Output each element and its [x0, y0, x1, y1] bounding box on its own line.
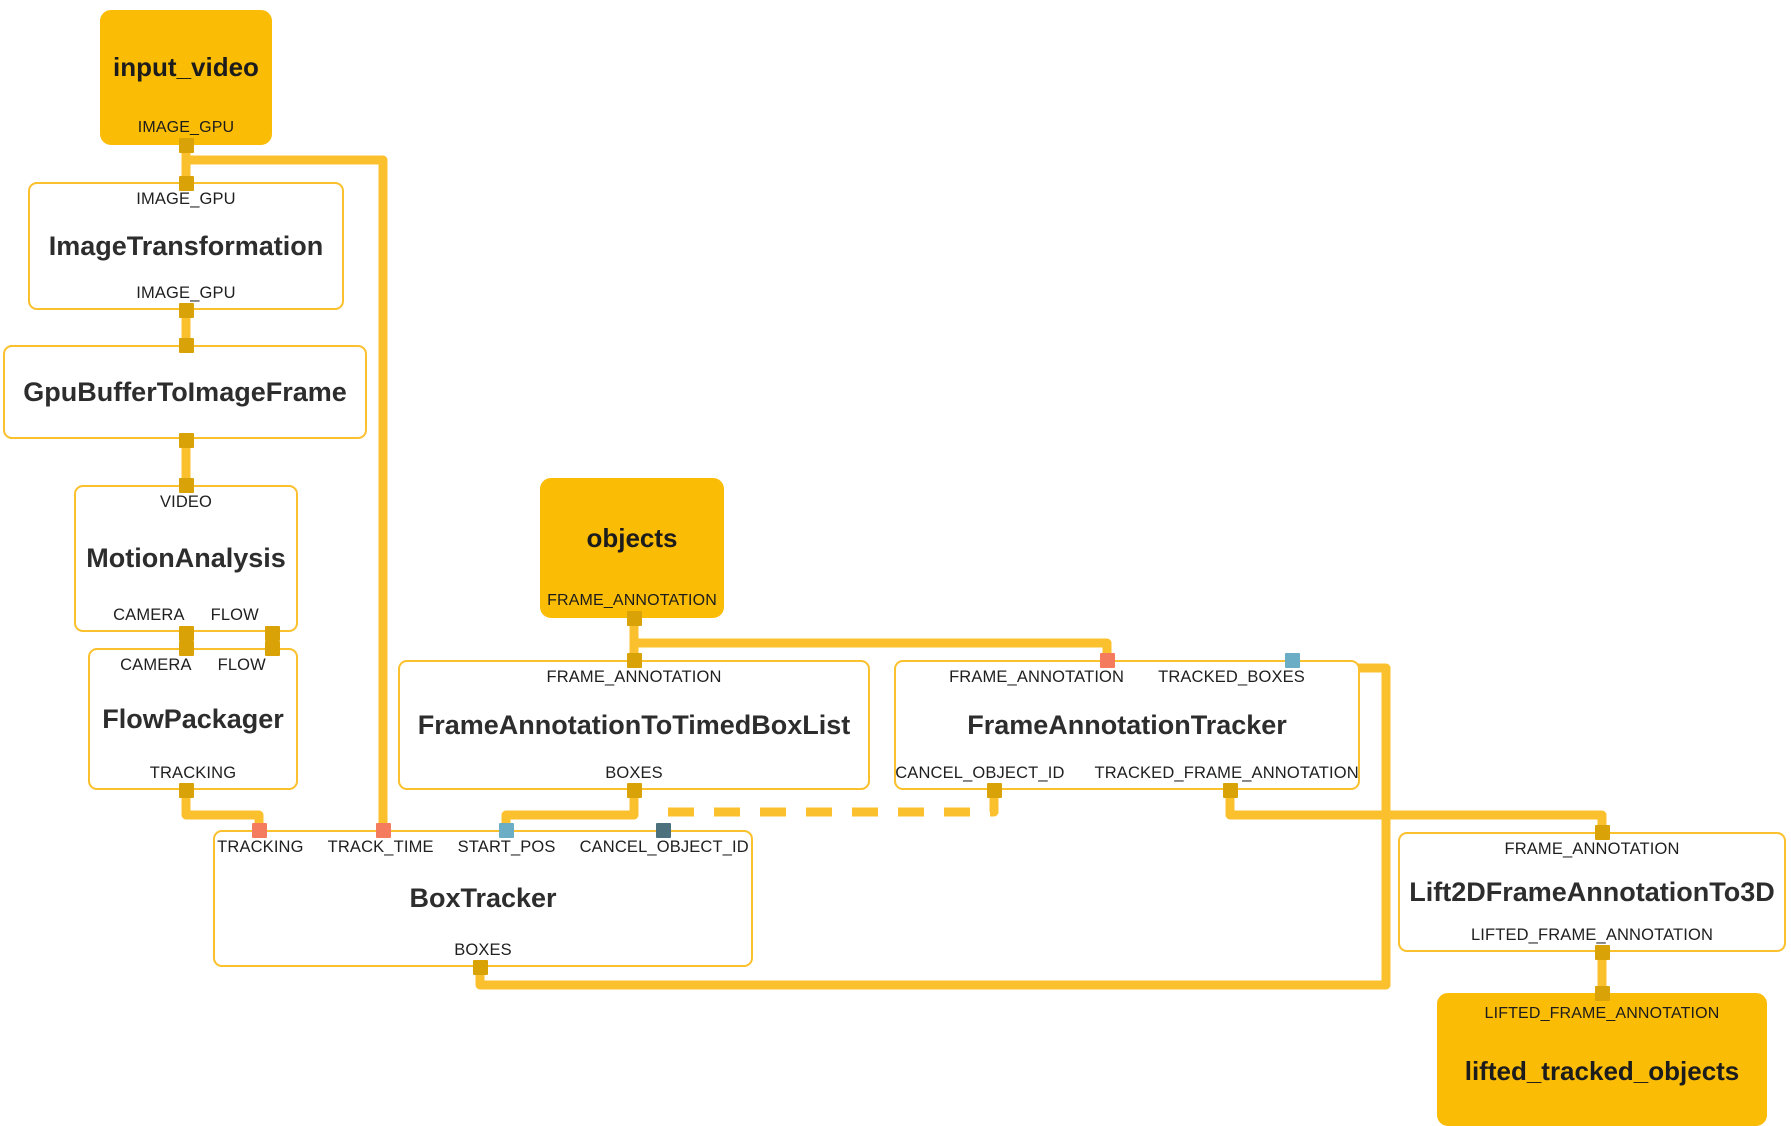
- node-lifted-tracked-objects-title: lifted_tracked_objects: [1464, 1056, 1740, 1087]
- node-timedboxlist-inputs: FRAME_ANNOTATION: [414, 668, 854, 687]
- node-input-video-title: input_video: [113, 52, 259, 82]
- pad-image-transformation-out-image-gpu[interactable]: [179, 303, 194, 318]
- port-label-flow-out: FLOW: [210, 606, 259, 625]
- pad-lift2d-out-lifted-frame-annotation[interactable]: [1595, 945, 1610, 960]
- pad-motion-analysis-out-camera[interactable]: [179, 626, 194, 641]
- node-frame-annotation-tracker-title: FrameAnnotationTracker: [967, 709, 1287, 740]
- port-label-frame-annotation-in-tbl: FRAME_ANNOTATION: [546, 668, 722, 686]
- port-label-lifted-frame-annotation-in: LIFTED_FRAME_ANNOTATION: [1484, 1005, 1720, 1022]
- node-image-transformation-title: ImageTransformation: [48, 230, 324, 261]
- node-tracker-outputs: CANCEL_OBJECT_ID TRACKED_FRAME_ANNOTATIO…: [895, 764, 1358, 783]
- node-frame-annotation-tracker[interactable]: FRAME_ANNOTATION TRACKED_BOXES FrameAnno…: [894, 660, 1360, 790]
- port-label-tracked-boxes-in: TRACKED_BOXES: [1158, 668, 1305, 686]
- port-label-tracking-out: TRACKING: [149, 764, 237, 783]
- node-lift2d-outputs: LIFTED_FRAME_ANNOTATION: [1414, 926, 1770, 945]
- node-motion-analysis-title: MotionAnalysis: [86, 543, 286, 574]
- pad-flow-packager-in-flow[interactable]: [265, 641, 280, 656]
- node-flow-packager-title: FlowPackager: [102, 703, 284, 734]
- node-lift2d-inputs: FRAME_ANNOTATION: [1414, 840, 1770, 859]
- pad-image-transformation-in-image-gpu[interactable]: [179, 176, 194, 191]
- node-objects-outputs: FRAME_ANNOTATION: [547, 592, 717, 610]
- pad-tracker-in-frame-annotation[interactable]: [1100, 653, 1115, 668]
- node-lifted-tracked-objects[interactable]: LIFTED_FRAME_ANNOTATION lifted_tracked_o…: [1437, 993, 1767, 1126]
- pad-flow-packager-out-tracking[interactable]: [179, 783, 194, 798]
- node-box-tracker[interactable]: TRACKING TRACK_TIME START_POS CANCEL_OBJ…: [213, 830, 753, 967]
- pad-motion-analysis-out-flow[interactable]: [265, 626, 280, 641]
- pad-box-tracker-in-track-time[interactable]: [376, 823, 391, 838]
- pad-lift2d-in-frame-annotation[interactable]: [1595, 825, 1610, 840]
- node-gpu-buffer-to-image-frame-title: GpuBufferToImageFrame: [23, 376, 347, 407]
- pad-tracker-out-tracked-frame-annotation[interactable]: [1223, 783, 1238, 798]
- pad-objects-out-frame-annotation[interactable]: [627, 611, 642, 626]
- node-frame-annotation-to-timed-box-list-title: FrameAnnotationToTimedBoxList: [417, 709, 851, 740]
- node-motion-analysis[interactable]: VIDEO MotionAnalysis CAMERA FLOW: [74, 485, 298, 632]
- wire-tracker-trackedframeannotation-to-lift2d: [1225, 790, 1607, 838]
- port-label-tracked-frame-annotation-out: TRACKED_FRAME_ANNOTATION: [1094, 764, 1359, 783]
- pad-gpu-buffer-out[interactable]: [179, 433, 194, 448]
- node-frame-annotation-to-timed-box-list[interactable]: FRAME_ANNOTATION FrameAnnotationToTimedB…: [398, 660, 870, 790]
- pad-motion-analysis-in-video[interactable]: [179, 478, 194, 493]
- port-label-boxes-out-tbl: BOXES: [605, 764, 663, 783]
- node-lift-2d-frame-annotation-to-3d-title: Lift2DFrameAnnotationTo3D: [1409, 876, 1775, 907]
- node-motion-analysis-inputs: VIDEO: [90, 493, 282, 512]
- pad-timedboxlist-in-frame-annotation[interactable]: [627, 653, 642, 668]
- node-gpu-buffer-to-image-frame[interactable]: GpuBufferToImageFrame: [3, 345, 367, 439]
- pad-box-tracker-in-tracking[interactable]: [252, 823, 267, 838]
- pad-box-tracker-out-boxes[interactable]: [473, 960, 488, 975]
- port-label-image-gpu-out: IMAGE_GPU: [136, 284, 236, 303]
- pad-flow-packager-in-camera[interactable]: [179, 641, 194, 656]
- pad-timedboxlist-out-boxes[interactable]: [627, 783, 642, 798]
- pad-gpu-buffer-in[interactable]: [179, 338, 194, 353]
- pad-lifted-tracked-objects-in[interactable]: [1595, 986, 1610, 1001]
- node-input-video[interactable]: input_video IMAGE_GPU: [100, 10, 272, 145]
- port-label-start-pos-in-bt: START_POS: [457, 838, 556, 856]
- port-label-image-gpu: IMAGE_GPU: [137, 118, 235, 136]
- port-label-frame-annotation-in-tracker: FRAME_ANNOTATION: [949, 668, 1125, 686]
- port-label-track-time-in-bt: TRACK_TIME: [327, 838, 434, 856]
- pad-box-tracker-in-cancel-object-id[interactable]: [656, 823, 671, 838]
- node-box-tracker-inputs: TRACKING TRACK_TIME START_POS CANCEL_OBJ…: [217, 838, 749, 857]
- port-label-image-gpu-in: IMAGE_GPU: [136, 190, 236, 208]
- port-label-frame-annotation-objects: FRAME_ANNOTATION: [547, 591, 717, 609]
- pad-tracker-out-cancel-object-id[interactable]: [987, 783, 1002, 798]
- node-tracker-inputs: FRAME_ANNOTATION TRACKED_BOXES: [910, 668, 1344, 687]
- node-flow-packager-outputs: TRACKING: [104, 764, 282, 783]
- pad-input-video-out-image-gpu[interactable]: [179, 138, 194, 153]
- port-label-camera-out: CAMERA: [113, 606, 185, 625]
- node-image-transformation[interactable]: IMAGE_GPU ImageTransformation IMAGE_GPU: [28, 182, 344, 310]
- node-lift-2d-frame-annotation-to-3d[interactable]: FRAME_ANNOTATION Lift2DFrameAnnotationTo…: [1398, 832, 1786, 952]
- port-label-video: VIDEO: [159, 493, 213, 511]
- node-flow-packager-inputs: CAMERA FLOW: [104, 656, 282, 675]
- port-label-flow-in: FLOW: [217, 656, 266, 674]
- port-label-boxes-out-bt: BOXES: [454, 941, 512, 960]
- node-timedboxlist-outputs: BOXES: [414, 764, 854, 783]
- node-flow-packager[interactable]: CAMERA FLOW FlowPackager TRACKING: [88, 648, 298, 790]
- node-motion-analysis-outputs: CAMERA FLOW: [90, 606, 282, 625]
- node-lifted-tracked-objects-inputs: LIFTED_FRAME_ANNOTATION: [1453, 1005, 1751, 1023]
- pad-tracker-in-tracked-boxes[interactable]: [1285, 653, 1300, 668]
- port-label-lifted-frame-annotation-out: LIFTED_FRAME_ANNOTATION: [1470, 926, 1714, 945]
- port-label-cancel-object-id-in-bt: CANCEL_OBJECT_ID: [579, 838, 749, 856]
- node-objects-title: objects: [586, 522, 678, 553]
- node-objects[interactable]: objects FRAME_ANNOTATION: [540, 478, 724, 618]
- pad-box-tracker-in-start-pos[interactable]: [499, 823, 514, 838]
- node-input-video-outputs: IMAGE_GPU: [116, 119, 256, 137]
- node-box-tracker-outputs: BOXES: [229, 941, 737, 960]
- port-label-cancel-object-id-out: CANCEL_OBJECT_ID: [895, 764, 1065, 783]
- port-label-frame-annotation-in-lift2d: FRAME_ANNOTATION: [1504, 840, 1680, 858]
- node-image-transformation-outputs: IMAGE_GPU: [44, 284, 328, 303]
- node-box-tracker-title: BoxTracker: [409, 883, 557, 914]
- node-image-transformation-inputs: IMAGE_GPU: [44, 190, 328, 209]
- port-label-tracking-in-bt: TRACKING: [217, 838, 304, 856]
- port-label-camera-in: CAMERA: [120, 656, 192, 674]
